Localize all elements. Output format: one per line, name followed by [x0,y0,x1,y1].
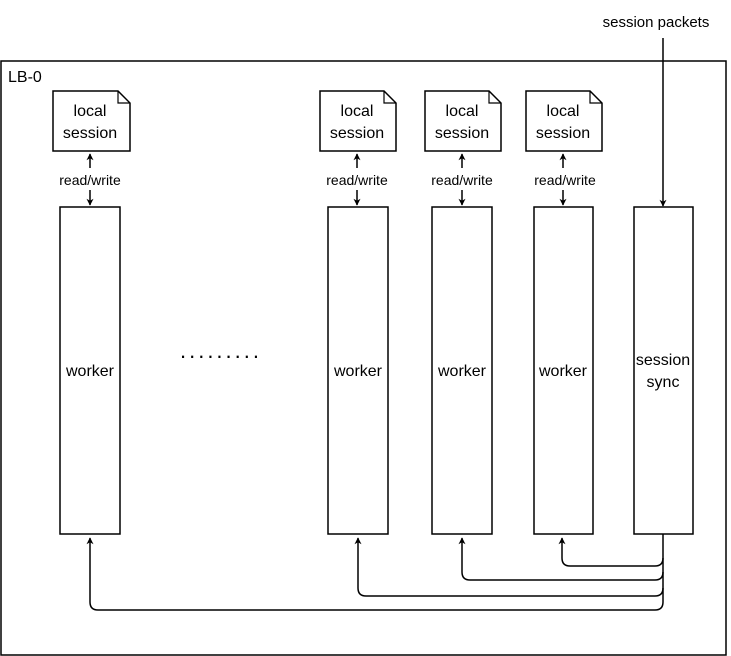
lb-label: LB-0 [8,69,42,86]
ellipsis: ......... [180,338,262,363]
document-fold-2 [383,91,396,104]
sync-to-worker-4 [558,534,664,567]
session-sync-box [633,206,694,535]
worker-label-2: worker [333,363,383,380]
read-write-label-2: read/write [326,172,388,188]
local-session-document-2 [319,90,397,152]
local-session-document-1 [52,90,131,152]
document-fold-3 [488,91,501,104]
worker-label-3: worker [437,363,487,380]
local-session-document-4 [525,90,603,152]
local-session-text-line2: session [435,125,489,142]
worker-box-3 [431,206,493,535]
read-write-label-1: read/write [59,172,121,188]
local-session-text-line1: local [547,103,580,120]
read-write-label-3: read/write [431,172,493,188]
read-write-label-4: read/write [534,172,596,188]
worker-box-2 [327,206,389,535]
session-sync-text-line2: sync [647,374,680,391]
sync-to-worker-1 [86,537,664,611]
local-session-text-line1: local [446,103,479,120]
local-session-document-3 [424,90,502,152]
session-sync-group: session sync [633,206,694,535]
worker-label-1: worker [65,363,115,380]
worker-group-3: local session read/write worker [424,90,502,535]
sync-distribution-lines [86,534,664,611]
local-session-text-line1: local [74,103,107,120]
local-session-text-line2: session [330,125,384,142]
document-fold-1 [117,91,130,104]
local-session-text-line2: session [536,125,590,142]
worker-box-1 [59,206,121,535]
local-session-text-line2: session [63,125,117,142]
worker-box-4 [533,206,594,535]
worker-label-4: worker [538,363,588,380]
document-fold-4 [589,91,602,104]
worker-group-2: local session read/write worker [319,90,397,535]
lb-container [0,60,727,656]
worker-group-4: local session read/write worker [525,90,603,535]
sync-to-worker-2 [354,537,664,597]
session-sync-text-line1: session [636,352,690,369]
worker-group-1: local session read/write worker [52,90,131,535]
local-session-text-line1: local [341,103,374,120]
session-packets-label: session packets [603,14,710,31]
